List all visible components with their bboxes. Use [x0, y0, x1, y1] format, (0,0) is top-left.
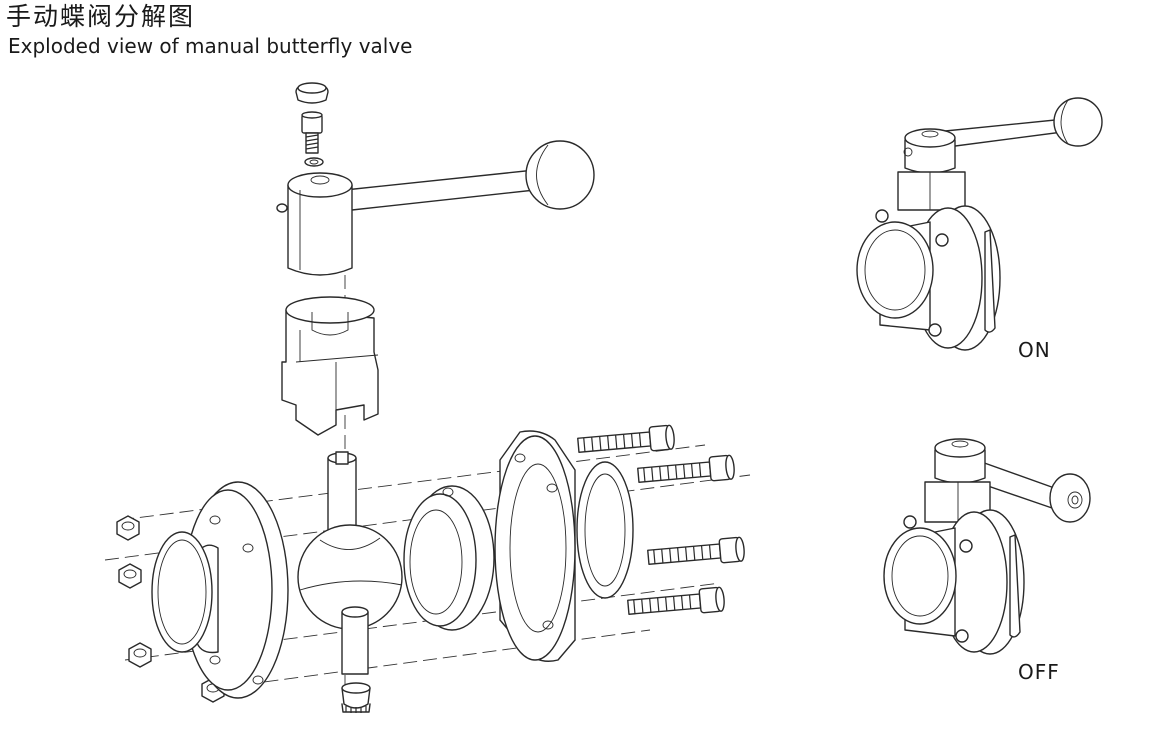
seal-ring — [403, 485, 495, 631]
bottom-nut — [341, 682, 371, 713]
hex-nuts — [116, 515, 225, 703]
label-on: ON — [1018, 338, 1051, 362]
washer — [304, 157, 324, 167]
assembled-valve-off — [883, 438, 1091, 655]
bolts — [577, 424, 745, 615]
disc-and-stem — [297, 451, 403, 675]
handle — [276, 140, 595, 276]
title-chinese: 手动蝶阀分解图 — [6, 2, 196, 31]
top-cap — [295, 82, 329, 104]
socket-screw — [301, 111, 323, 154]
left-flange — [151, 481, 289, 699]
bracket — [281, 296, 379, 436]
title-english: Exploded view of manual butterfly valve — [8, 34, 413, 58]
label-off: OFF — [1018, 660, 1060, 684]
right-flange — [494, 430, 634, 662]
assembled-valve-on — [856, 97, 1103, 351]
